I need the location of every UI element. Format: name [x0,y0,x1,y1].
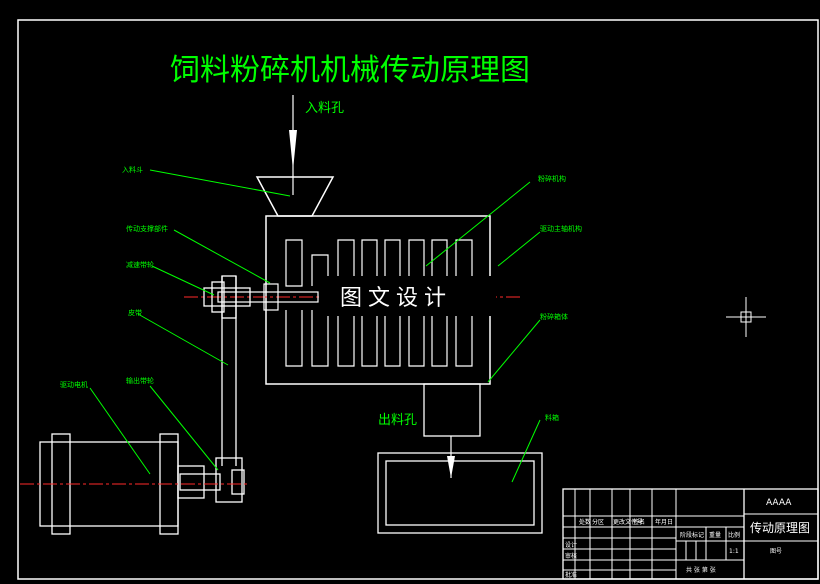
tb-drawing-no-label: 图号 [770,548,782,555]
tb-scale-label: 比例 [728,531,740,539]
bin-label: 料箱 [545,413,559,422]
tb-stage-label: 阶段标记 [680,531,704,539]
material-bin [377,452,543,534]
reducer-label: 减速带轮 [126,260,154,269]
watermark-box [320,276,496,316]
drawing-border [17,19,819,580]
drive-motor [20,433,250,535]
outlet-chute [423,383,481,437]
tb-design-label: 设计 [565,541,577,549]
tb-sheet-text: 共 张 第 张 [686,566,716,574]
output-pulley [179,457,245,503]
outlet-arrow [447,436,455,478]
tb-code: AAAA [766,498,792,508]
tb-header-zone: 分区 [592,518,604,526]
tb-header-date: 年月日 [655,518,673,526]
tb-review-label: 审核 [565,552,577,560]
crosshair-icon [726,297,766,337]
tb-approve-label: 批准 [565,571,577,579]
tb-header-sign: 签名 [633,518,645,526]
diagram-title: 饲料粉碎机机械传动原理图 [170,53,530,88]
hopper-label: 入料斗 [122,165,143,174]
belt-label: 皮带 [128,308,142,317]
housing-label: 粉碎箱体 [540,312,568,321]
main-shaft-label: 驱动主轴机构 [540,224,582,233]
crush-mech-label: 粉碎机构 [538,174,566,183]
title-block [562,488,819,580]
leader-lines [89,169,541,483]
outlet-label: 出料孔 [378,413,417,428]
output-pulley-label: 输出带轮 [126,376,154,385]
drive-support-label: 传动支撑部件 [126,224,168,233]
tb-header-count: 处数 [579,518,591,526]
tb-scale-value: 1:1 [729,548,739,555]
inlet-arrow [289,95,297,195]
belt [221,276,237,466]
motor-label: 驱动电机 [60,380,88,389]
watermark: 图文设计 [340,286,452,311]
crusher-rotor [285,239,473,367]
tb-header-file: 更改文件号 [613,518,643,526]
tb-weight-label: 重量 [709,531,721,539]
inlet-label: 入料孔 [305,101,344,116]
tb-drawing-name: 传动原理图 [750,520,810,535]
hopper [255,176,335,217]
